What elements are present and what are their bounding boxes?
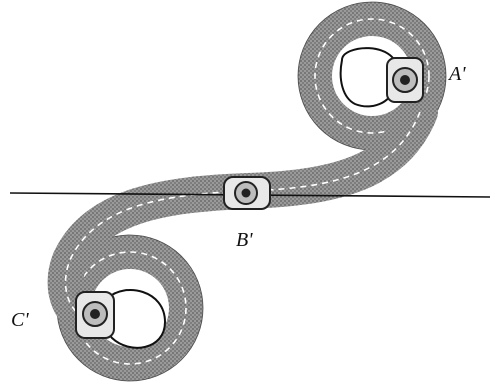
label-b: B' [236,229,253,251]
vehicle-b [223,176,271,210]
vehicle-c [75,289,167,349]
vehicle-a [339,47,424,108]
label-a: A' [447,63,466,85]
s-curve-road [47,94,438,338]
label-c: C' [11,309,29,331]
